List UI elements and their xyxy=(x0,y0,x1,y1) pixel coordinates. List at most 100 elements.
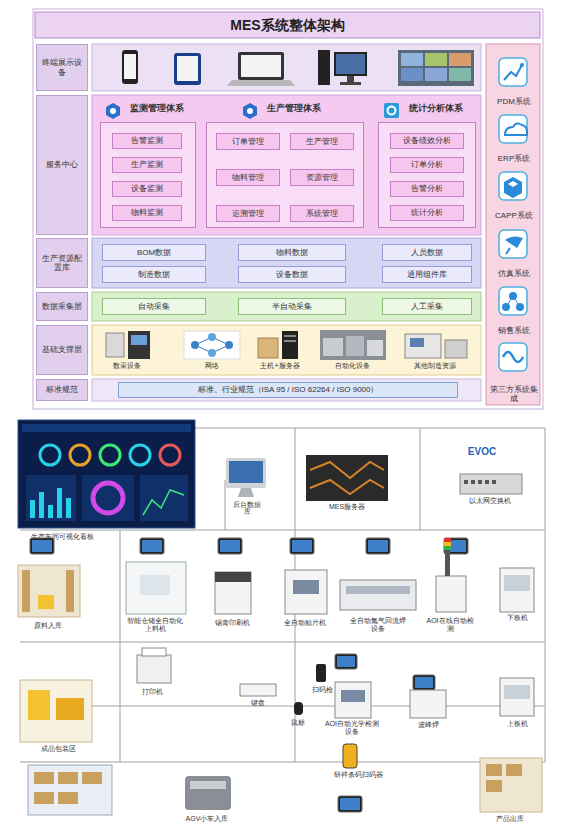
collect-box: 自动采集 xyxy=(102,298,206,315)
diagram-title: MES系统整体架构 xyxy=(35,12,540,38)
group-heading: 监测管理体系 xyxy=(118,103,196,113)
function-box: 设备绩效分析 xyxy=(390,133,464,149)
text-label: 主机+服务器 xyxy=(255,362,305,370)
text-label: 生产车间可视化看板 xyxy=(17,533,107,541)
system-box: PDM系统 xyxy=(488,58,540,106)
group-heading: 统计分析体系 xyxy=(396,103,476,113)
system-box: 仿真系统 xyxy=(488,230,540,278)
standard-box: 标准、行业规范（ISA 95 / ISO 62264 / ISO 9000） xyxy=(118,382,458,398)
layer-label: 生产资源配置库 xyxy=(36,238,88,288)
node-text: 订单管理 xyxy=(232,137,264,146)
node-text: 人员数据 xyxy=(411,248,443,257)
node-text: 告警监测 xyxy=(131,136,163,145)
resource-box: 物料数据 xyxy=(238,244,346,261)
node-text: 销售系统 xyxy=(498,326,530,335)
text-label: 产品出库 xyxy=(488,815,532,823)
resource-box: 人员数据 xyxy=(382,244,472,261)
text-label: 其他制造资源 xyxy=(405,362,465,370)
node-text: 服务中心 xyxy=(46,160,78,169)
function-box: 告警监测 xyxy=(112,133,182,149)
text-label: 数采设备 xyxy=(103,362,151,370)
node-text: 设备监测 xyxy=(131,184,163,193)
resource-box: 通用组件库 xyxy=(382,266,472,283)
node-text: 标准、行业规范（ISA 95 / ISO 62264 / ISO 9000） xyxy=(198,385,379,394)
text-label: 上板机 xyxy=(499,720,535,728)
function-box: 统计分析 xyxy=(390,205,464,221)
function-box: 系统管理 xyxy=(290,205,354,222)
group-heading: 生产管理体系 xyxy=(224,103,364,113)
node-text: CAPP系统 xyxy=(495,211,533,220)
function-box: 追溯管理 xyxy=(216,205,280,222)
text-label: AOI在线自动检测 xyxy=(426,617,474,633)
text-label: 成品包装区 xyxy=(28,745,88,753)
node-text: 标准规范 xyxy=(46,385,78,394)
node-text: 基础支撑层 xyxy=(42,345,82,354)
text-label: MES服务器 xyxy=(317,503,377,511)
resource-box: 设备数据 xyxy=(238,266,346,283)
system-box: ERP系统 xyxy=(488,115,540,163)
text-label: AOI自动光学检测设备 xyxy=(324,720,380,736)
node-text: 物料管理 xyxy=(232,173,264,182)
node-text: PDM系统 xyxy=(497,97,531,106)
function-box: 订单管理 xyxy=(216,133,280,150)
system-box: 第三方系统集成 xyxy=(488,343,540,403)
node-text: 自动采集 xyxy=(138,302,170,311)
subsystem-group: 统计分析体系设备绩效分析订单分析告警分析统计分析 xyxy=(378,100,476,228)
node-text: 制造数据 xyxy=(138,270,170,279)
node-text: 物料数据 xyxy=(276,248,308,257)
text-label: 全自动贴片机 xyxy=(280,619,330,627)
function-box: 生产管理 xyxy=(290,133,354,150)
node-text: 生产资源配置库 xyxy=(39,254,85,272)
function-box: 告警分析 xyxy=(390,181,464,197)
text-label: 智能仓储全自动化上料机 xyxy=(124,617,186,633)
layer-label: 服务中心 xyxy=(36,95,88,235)
text-label: 鼠标 xyxy=(285,719,311,727)
collect-box: 人工采集 xyxy=(382,298,472,315)
node-text: 资源管理 xyxy=(306,173,338,182)
node-text: 通用组件库 xyxy=(407,270,447,279)
resource-box: BOM数据 xyxy=(102,244,206,261)
text-label: 锡膏印刷机 xyxy=(210,619,254,627)
node-text: 追溯管理 xyxy=(232,209,264,218)
function-box: 设备监测 xyxy=(112,181,182,197)
text-label: 全自动氮气回流焊设备 xyxy=(347,617,409,633)
text-label: EVOC xyxy=(462,446,502,458)
text-label: 扫码枪 xyxy=(307,686,337,694)
node-text: 物料监测 xyxy=(131,208,163,217)
node-text: ERP系统 xyxy=(498,154,530,163)
node-text: 订单分析 xyxy=(411,160,443,169)
node-text: 仿真系统 xyxy=(498,269,530,278)
node-text: 第三方系统集成 xyxy=(488,385,540,403)
node-text: 人工采集 xyxy=(411,302,443,311)
subsystem-group: 生产管理体系订单管理 生产管理物料管理 资源管理追溯管理 系统管理 xyxy=(206,100,364,228)
collect-box: 半自动采集 xyxy=(238,298,346,315)
text-label: AGV小车入库 xyxy=(177,815,237,823)
node-text: BOM数据 xyxy=(137,248,171,257)
node-text: 半自动采集 xyxy=(272,302,312,311)
subsystem-group: 监测管理体系告警监测生产监测设备监测物料监测 xyxy=(100,100,196,228)
node-text: 终端展示设备 xyxy=(39,58,85,76)
layer-label: 基础支撑层 xyxy=(36,325,88,375)
system-box: CAPP系统 xyxy=(488,172,540,220)
text-label: 以太网交换机 xyxy=(460,497,520,505)
text-label: 网络 xyxy=(192,362,232,370)
text-label: 波峰焊 xyxy=(410,721,446,729)
function-box: 资源管理 xyxy=(290,169,354,186)
function-box: 生产监测 xyxy=(112,157,182,173)
text-label: 原料入库 xyxy=(23,622,73,630)
text-label: 打印机 xyxy=(132,688,172,696)
node-text: 生产管理 xyxy=(306,137,338,146)
node-text: 生产监测 xyxy=(131,160,163,169)
layer-label: 标准规范 xyxy=(36,379,88,401)
text-label: 自动化设备 xyxy=(327,362,377,370)
layer-label: 终端展示设备 xyxy=(36,44,88,91)
function-box: 物料监测 xyxy=(112,205,182,221)
function-box: 订单分析 xyxy=(390,157,464,173)
layer-label: 数据采集层 xyxy=(36,292,88,321)
text-label: 键盘 xyxy=(243,699,273,707)
node-text: 设备绩效分析 xyxy=(403,136,451,145)
node-text: 设备数据 xyxy=(276,270,308,279)
text-label: 后台数据库 xyxy=(232,501,262,516)
text-label: 研祥条码扫码器 xyxy=(326,771,390,779)
